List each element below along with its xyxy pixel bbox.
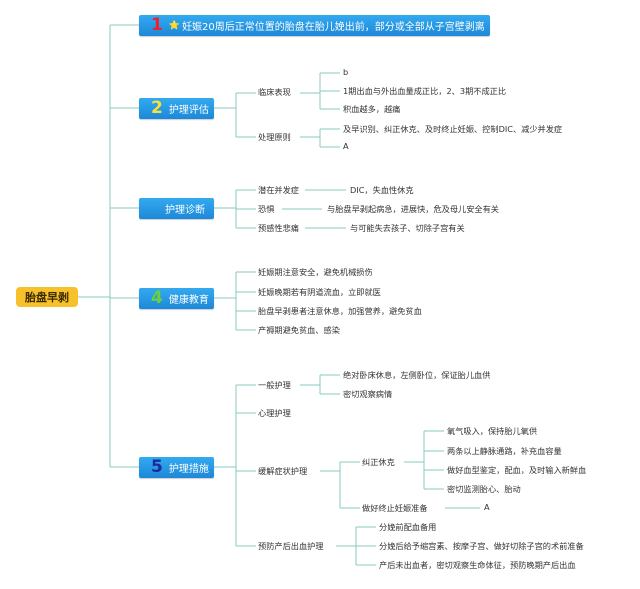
node-symptom-relief[interactable]: 缓解症状护理 (258, 466, 308, 476)
node-education-item[interactable]: 胎盘早剥患者注意休息，加强营养，避免贫血 (258, 306, 422, 316)
branch-label: 护理措施 (168, 464, 209, 475)
node-shock-item[interactable]: 密切监测胎心、胎动 (447, 484, 521, 494)
node-education-item[interactable]: 妊娠晚期若有阴道流血，立即就医 (258, 287, 381, 297)
node-shock-item[interactable]: 做好血型鉴定，配血，及时输入新鲜血 (447, 465, 587, 475)
node-clinical[interactable]: 临床表现 (258, 87, 291, 97)
node-diagnosis-label[interactable]: 恐惧 (258, 204, 275, 214)
node-terminate-prep[interactable]: 做好终止妊娠准备 (362, 503, 428, 513)
connector (214, 189, 256, 229)
branch-nursing-measures[interactable]: 5 护理措施 (139, 457, 214, 478)
node-clinical-item[interactable]: b (343, 67, 349, 77)
node-principle[interactable]: 处理原则 (258, 132, 291, 142)
branch-number: 2 (151, 98, 163, 118)
node-terminate-detail[interactable]: A (484, 502, 490, 512)
node-diagnosis-label[interactable]: 预感性悲痛 (258, 223, 299, 233)
connector (300, 72, 340, 110)
node-correct-shock[interactable]: 纠正休克 (362, 457, 395, 467)
node-general-item[interactable]: 密切观察病情 (343, 389, 393, 399)
node-general-item[interactable]: 绝对卧床休息，左侧卧位，保证胎儿血供 (343, 370, 491, 380)
connector (214, 92, 256, 138)
node-pph-item[interactable]: 分娩后给予缩宫素、按摩子宫、做好切除子宫的术前准备 (379, 541, 584, 551)
connector (300, 374, 340, 395)
node-pph-item[interactable]: 产后未出血者，密切观察生命体征，预防晚期产后出血 (379, 560, 576, 570)
root-node[interactable]: 胎盘早剥 (16, 287, 78, 307)
node-education-item[interactable]: 妊娠期注意安全，避免机械损伤 (258, 267, 373, 277)
node-shock-item[interactable]: 两条以上静脉通路，补充血容量 (447, 446, 562, 456)
node-psych-care[interactable]: 心理护理 (258, 408, 291, 418)
node-diagnosis-label[interactable]: 潜在并发症 (258, 185, 299, 195)
node-shock-item[interactable]: 氧气吸入，保持胎儿氧供 (447, 426, 538, 436)
connector (336, 526, 376, 566)
connector (404, 430, 444, 490)
branch-nursing-diagnosis[interactable]: 护理诊断 (139, 198, 214, 219)
branch-health-education[interactable]: 4 健康教育 (139, 288, 214, 309)
connector (320, 461, 360, 509)
connector (214, 384, 256, 547)
branch-number: 4 (151, 288, 163, 308)
branch-label: 健康教育 (168, 295, 209, 306)
connector (214, 271, 256, 331)
connector (282, 189, 346, 229)
node-principle-item[interactable]: A (343, 141, 349, 151)
node-clinical-item[interactable]: 1期出血与外出血量成正比，2、3期不成正比 (343, 86, 507, 96)
connector (300, 128, 340, 148)
branch-definition[interactable]: 1 ⭐ 妊娠20周后正常位置的胎盘在胎儿娩出前，部分或全部从子宫壁剥离 (139, 15, 490, 36)
node-pph-item[interactable]: 分娩前配血备用 (379, 522, 437, 532)
node-clinical-item[interactable]: 积血越多，越痛 (343, 104, 401, 114)
node-general-care[interactable]: 一般护理 (258, 380, 291, 390)
branch-label: 护理评估 (168, 105, 209, 116)
node-pph-prevention[interactable]: 预防产后出血护理 (258, 541, 324, 551)
branch-label: 妊娠20周后正常位置的胎盘在胎儿娩出前，部分或全部从子宫壁剥离 (182, 22, 485, 33)
node-diagnosis-detail[interactable]: DIC，失血性休克 (350, 185, 414, 195)
branch-label: 护理诊断 (165, 205, 205, 216)
node-diagnosis-detail[interactable]: 与可能失去孩子、切除子宫有关 (350, 223, 465, 233)
node-diagnosis-detail[interactable]: 与胎盘早剥起病急，进展快，危及母儿安全有关 (327, 204, 499, 214)
branch-number: 5 (151, 457, 163, 477)
branch-nursing-assessment[interactable]: 2 护理评估 (139, 98, 214, 119)
node-principle-item[interactable]: 及早识别、纠正休克、及时终止妊娠、控制DIC、减少并发症 (343, 124, 563, 134)
branch-number: 1 (151, 15, 163, 35)
star-icon: ⭐ (168, 20, 181, 31)
node-education-item[interactable]: 产褥期避免贫血、感染 (258, 325, 340, 335)
